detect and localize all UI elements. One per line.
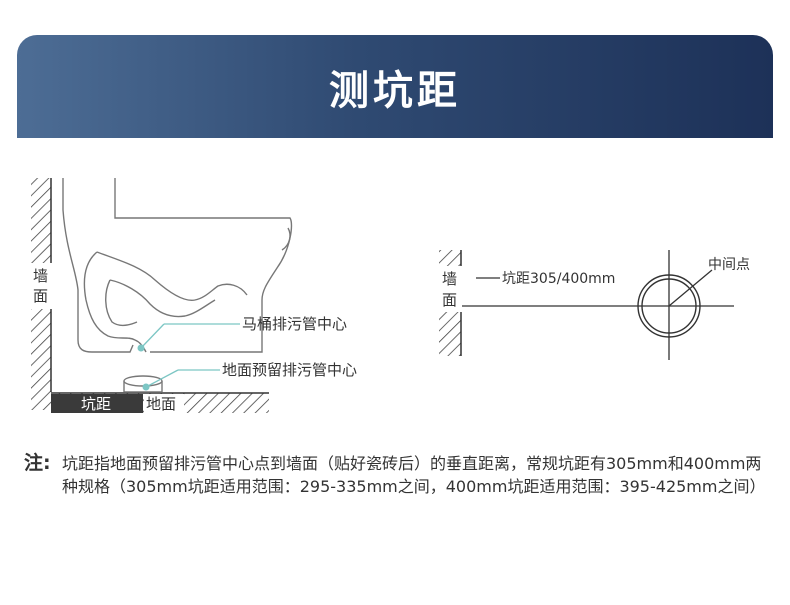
note-mark: 注: bbox=[24, 452, 51, 474]
floor-label: 地面 bbox=[146, 395, 176, 413]
toilet-drain-center-dot bbox=[137, 344, 145, 352]
drain-inner-circle bbox=[641, 278, 697, 334]
note-section: 注: 坑距指地面预留排污管中心点到墙面（贴好瓷砖后）的垂直距离，常规坑距有305… bbox=[24, 452, 769, 498]
right-pit-distance-label: 坑距305/400mm bbox=[502, 271, 615, 287]
toilet-drain-callout bbox=[137, 323, 240, 352]
pit-distance-label: 坑距 bbox=[81, 395, 111, 413]
header-banner: 测坑距 bbox=[17, 35, 773, 138]
center-point-label: 中间点 bbox=[708, 257, 750, 273]
wall-label-char-1: 墙 bbox=[33, 267, 48, 285]
toilet-section-diagram: 墙 面 马桶排污管中心 地面预留排污管中心 坑距 地面 bbox=[30, 178, 357, 413]
wall-label-char-2: 面 bbox=[33, 287, 48, 305]
right-wall-label-char-2: 面 bbox=[442, 291, 457, 309]
page-title: 测坑距 bbox=[329, 67, 461, 114]
floor-drain-pipe bbox=[123, 375, 163, 393]
toilet-drain-label: 马桶排污管中心 bbox=[242, 315, 347, 333]
floor-drain-label: 地面预留排污管中心 bbox=[222, 361, 357, 379]
floor-drain-center-dot bbox=[142, 383, 150, 391]
toilet-outline bbox=[62, 178, 293, 353]
right-wall-label-char-1: 墙 bbox=[442, 270, 457, 288]
floor-drain-callout bbox=[142, 369, 220, 391]
note-text: 坑距指地面预留排污管中心点到墙面（贴好瓷砖后）的垂直距离，常规坑距有305mm和… bbox=[62, 454, 766, 496]
top-view-diagram: 墙 面 坑距305/400mm 中间点 bbox=[438, 250, 750, 360]
pit-distance-bar bbox=[51, 394, 143, 413]
center-point-leader bbox=[668, 269, 713, 307]
drain-outer-circle bbox=[637, 274, 701, 338]
